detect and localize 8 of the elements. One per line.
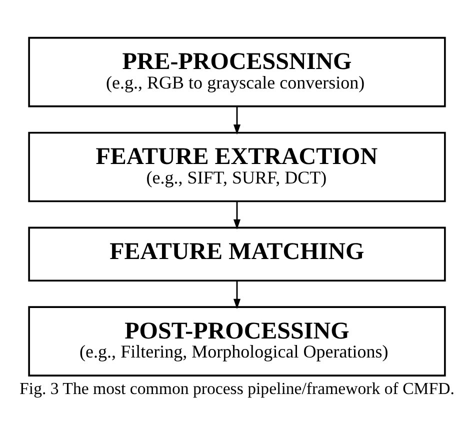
arrow [233,106,241,135]
caption: Fig. 3 The most common process pipeline/framework of CMFD. [20,378,454,398]
node-box: FEATURE EXTRACTION (e.g., SIFT, SURF, DCT) [28,132,446,202]
node-box: FEATURE MATCHING [28,226,446,282]
node-box: PRE-PROCESSNING (e.g., RGB to grayscale conversion) [28,36,446,108]
node-box: POST-PROCESSING (e.g., Filtering, Morphological Operations) [28,306,446,376]
arrow [233,280,241,310]
arrow [233,202,241,230]
